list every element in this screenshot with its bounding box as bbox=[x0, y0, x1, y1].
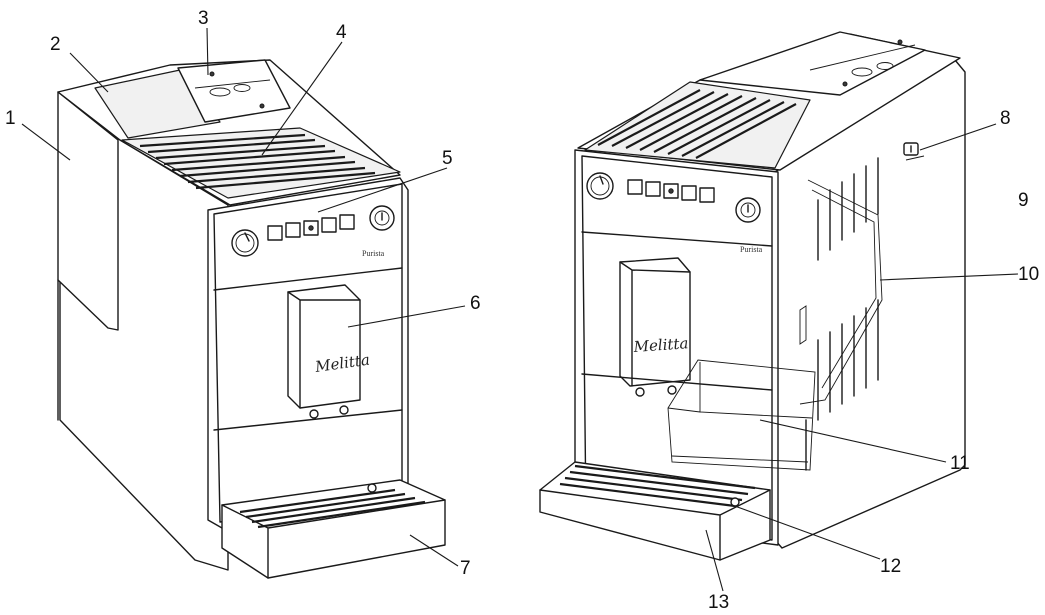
leader-lines bbox=[21, 27, 1019, 592]
cup-tray-grille bbox=[139, 133, 376, 190]
left-drip-grille bbox=[239, 488, 426, 529]
machine-left-front-view: Purista Melitta bbox=[57, 59, 446, 579]
left-control-panel: Purista bbox=[231, 205, 395, 258]
callout-9: 9 bbox=[1018, 190, 1029, 211]
main-power-switch bbox=[903, 142, 925, 161]
callout-8: 8 bbox=[1000, 108, 1011, 129]
right-model-mark: Purista bbox=[740, 245, 763, 254]
bean-container-box bbox=[57, 91, 119, 331]
right-drip-grille bbox=[559, 464, 756, 508]
callout-12: 12 bbox=[880, 556, 901, 577]
callout-10: 10 bbox=[1018, 264, 1039, 285]
callout-6: 6 bbox=[470, 293, 481, 314]
left-drip-tray bbox=[221, 479, 446, 579]
callout-11: 11 bbox=[950, 453, 970, 474]
right-drip-tray bbox=[539, 461, 771, 561]
right-brand-mark: Melitta bbox=[632, 334, 689, 356]
side-vent-slots bbox=[805, 157, 879, 471]
callout-4: 4 bbox=[336, 22, 347, 43]
left-model-mark: Purista bbox=[362, 249, 385, 258]
callout-7: 7 bbox=[460, 558, 471, 579]
callout-1: 1 bbox=[5, 108, 16, 129]
right-coffee-spout bbox=[619, 257, 691, 387]
machine-right-side-view: Purista Melitta bbox=[539, 31, 966, 561]
right-cup-grille bbox=[597, 89, 797, 159]
right-cup-tray-frame bbox=[584, 81, 811, 169]
left-coffee-spout bbox=[287, 284, 361, 409]
callout-labels: 1 2 3 4 5 6 7 8 9 10 11 12 13 bbox=[5, 8, 1039, 613]
water-tank bbox=[667, 359, 816, 471]
callout-2: 2 bbox=[50, 34, 61, 55]
right-top-block bbox=[699, 31, 926, 96]
callout-3: 3 bbox=[198, 8, 209, 29]
right-control-panel: Purista bbox=[586, 172, 763, 254]
callout-13: 13 bbox=[708, 592, 729, 613]
callout-5: 5 bbox=[442, 148, 453, 169]
